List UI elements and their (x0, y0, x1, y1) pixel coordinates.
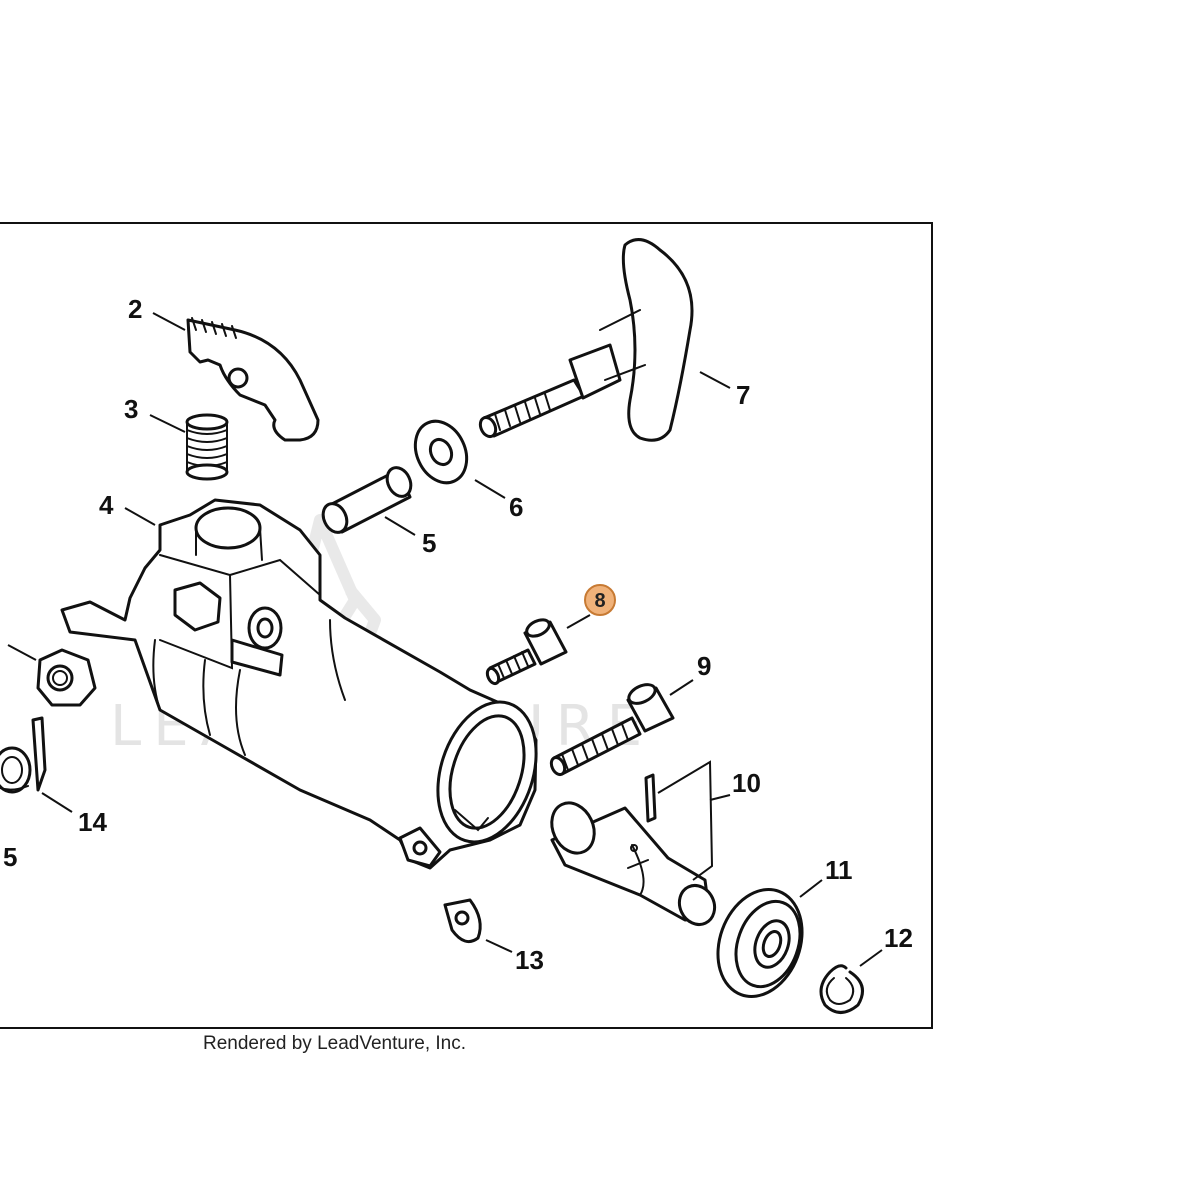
part-6-washer[interactable] (406, 413, 477, 491)
callout-4: 4 (99, 490, 114, 520)
callout-6: 6 (509, 492, 523, 522)
callout-9: 9 (697, 651, 711, 681)
callout-2: 2 (128, 294, 142, 324)
callout-13: 13 (515, 945, 544, 975)
credit-text: Rendered by LeadVenture, Inc. (203, 1033, 466, 1054)
callout-14: 14 (78, 807, 107, 837)
callout-8: 8 (594, 590, 605, 612)
part-11-bearing[interactable] (704, 878, 817, 1009)
callout-8-highlight[interactable]: 8 (584, 584, 616, 616)
highlight-marker (584, 584, 616, 616)
callout-7: 7 (736, 380, 750, 410)
part-4-housing[interactable] (60, 498, 553, 870)
part-9-screw[interactable] (549, 681, 675, 777)
callout-5: 5 (422, 528, 436, 558)
callout-11: 11 (825, 855, 853, 885)
part-3-spring[interactable] (185, 413, 229, 481)
part-14-spring[interactable] (0, 716, 47, 794)
part-8-screw[interactable] (485, 617, 568, 686)
part-5-sleeve[interactable] (319, 464, 416, 536)
diagram-frame (0, 222, 933, 1029)
part-12-circlip[interactable] (819, 964, 864, 1014)
leader-lines (7, 312, 883, 967)
part-2-latch[interactable] (186, 317, 320, 442)
callout-10: 10 (732, 768, 761, 798)
hex-nut[interactable] (36, 648, 97, 707)
part-7-t-handle[interactable] (477, 238, 694, 442)
callout-5-left: 5 (3, 842, 17, 872)
part-13-clip[interactable] (443, 898, 482, 944)
callout-12: 12 (884, 923, 913, 953)
part-10-shaft[interactable] (544, 773, 721, 930)
callout-3: 3 (124, 394, 138, 424)
